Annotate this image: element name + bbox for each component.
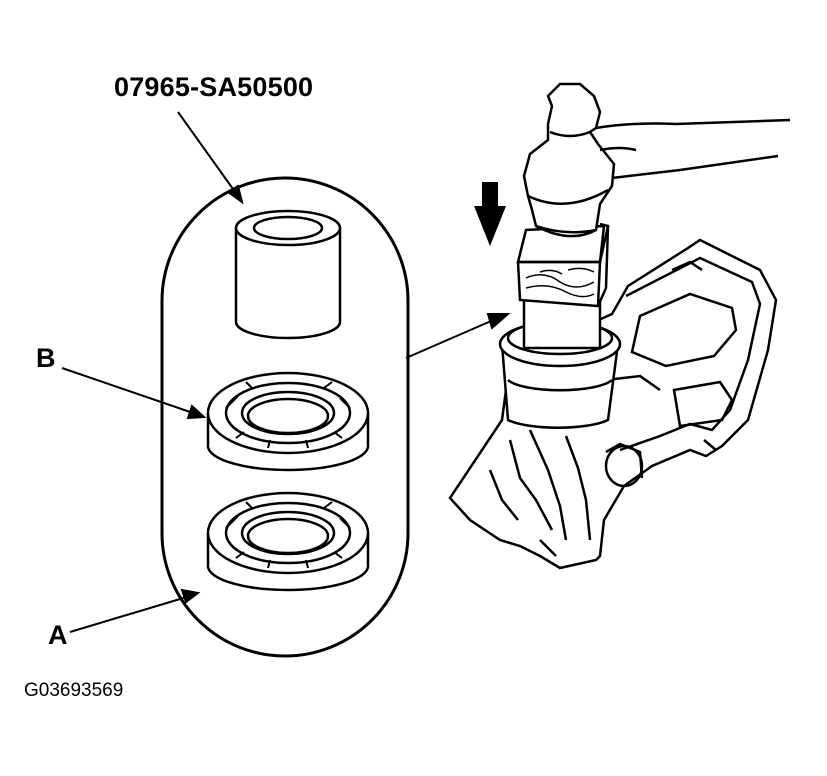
callout-b-label: B xyxy=(36,343,56,373)
steering-knuckle xyxy=(450,240,776,568)
arm xyxy=(596,120,790,178)
down-arrow-icon xyxy=(474,182,506,246)
bearing-b xyxy=(208,373,368,470)
bearing-a xyxy=(208,493,368,590)
tool-number-label: 07965-SA50500 xyxy=(114,72,314,102)
figure-id-label: G03693569 xyxy=(24,680,124,701)
hammer-icon xyxy=(524,84,614,236)
driver-tool xyxy=(236,211,340,338)
leader-lines xyxy=(62,112,508,632)
callout-a-label: A xyxy=(48,620,68,650)
